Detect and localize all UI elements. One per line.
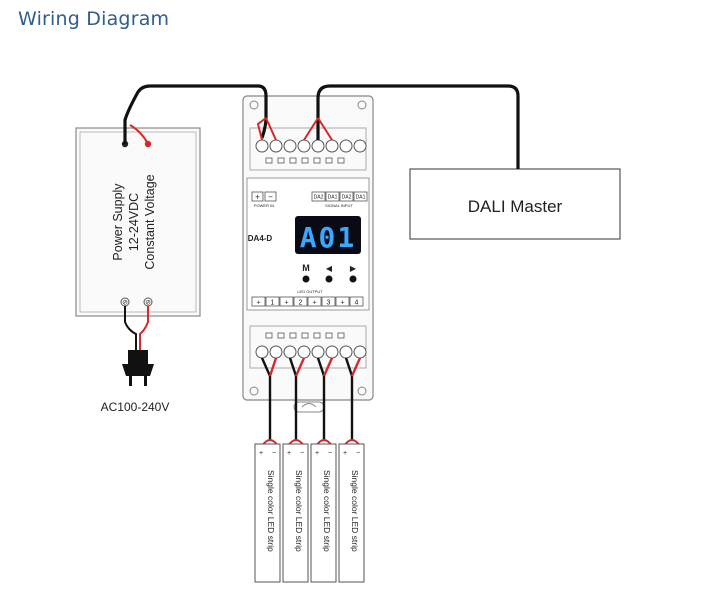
strip-2-minus: − (300, 450, 304, 457)
led-strip-3: + − Single color LED strip (310, 443, 337, 583)
dali-term-3: DA2 (342, 195, 352, 201)
dali-term-1: DA2 (314, 195, 324, 201)
strip-3-label: Single color LED strip (322, 470, 332, 552)
power-supply: ⊘ ⊘ Power Supply 12-24VDC Constant Volta… (75, 127, 201, 317)
ac-voltage-label: AC100-240V (101, 400, 170, 414)
strip-4-plus: + (343, 450, 347, 457)
ps-label-line2: 12-24VDC (127, 193, 141, 251)
led-strip-4: + − Single color LED strip (338, 443, 365, 583)
button-right-label: ▶ (350, 264, 357, 273)
led-strip-1: + − Single color LED strip (254, 443, 281, 583)
top-terminals (255, 139, 367, 153)
strip-1-label: Single color LED strip (266, 470, 276, 552)
power-in-label: POWER IN (254, 203, 274, 208)
out-term-3: + (284, 300, 288, 307)
strip-3-minus: − (328, 450, 332, 457)
led-display (295, 216, 361, 254)
out-term-1: + (256, 300, 260, 307)
diagram-title: Wiring Diagram (18, 8, 170, 30)
out-term-2: 1 (271, 300, 275, 307)
strip-4-label: Single color LED strip (350, 470, 360, 552)
strip-1-minus: − (272, 450, 276, 457)
strip-3-plus: + (315, 450, 319, 457)
display-value: A01 (300, 221, 357, 254)
power-in-plus: + (255, 193, 260, 202)
out-term-7: + (340, 300, 344, 307)
button-m-label: M (302, 263, 310, 273)
dali-term-2: DA1 (328, 195, 338, 201)
dali-master: DALI Master (409, 168, 621, 240)
button-left-label: ◀ (326, 264, 333, 273)
out-term-8: 4 (355, 300, 359, 307)
out-term-6: 3 (327, 300, 331, 307)
ps-label-line3: Constant Voltage (143, 174, 157, 269)
out-term-5: + (312, 300, 316, 307)
strip-2-label: Single color LED strip (294, 470, 304, 552)
ac-plug-icon (122, 306, 154, 386)
strip-2-plus: + (287, 450, 291, 457)
button-right[interactable] (349, 275, 357, 283)
power-in-minus: − (268, 193, 273, 202)
dali-master-label: DALI Master (468, 197, 563, 216)
led-strip-2: + − Single color LED strip (282, 443, 309, 583)
dali-term-4: DA1 (356, 195, 366, 201)
out-term-4: 2 (299, 300, 303, 307)
svg-text:⊘: ⊘ (145, 300, 151, 307)
controller-model: DA4-D (248, 234, 273, 243)
strip-4-minus: − (356, 450, 360, 457)
led-output-label: LED OUTPUT (297, 289, 323, 294)
button-m[interactable] (302, 275, 310, 283)
button-left[interactable] (325, 275, 333, 283)
signal-input-label: SIGNAL INPUT (325, 203, 353, 208)
ps-label-line1: Power Supply (111, 183, 125, 261)
svg-text:⊘: ⊘ (122, 300, 128, 307)
strip-1-plus: + (259, 450, 263, 457)
controller: + − POWER IN DA2 DA1 DA2 DA1 SIGNAL INPU… (242, 95, 374, 413)
